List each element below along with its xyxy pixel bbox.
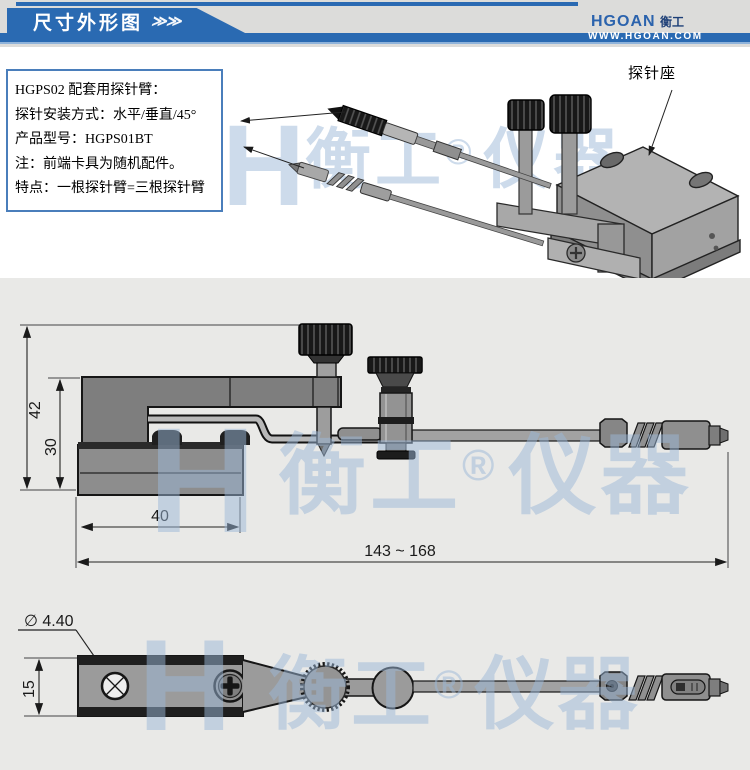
knurled-pivot-disc [300, 662, 350, 712]
watermark-middle: H 衡工®仪器 [148, 396, 692, 564]
bent-arm-plate [148, 414, 380, 444]
header-title-tab: 尺寸外形图 ≫≫ [7, 8, 247, 34]
probe-clamp-side [599, 418, 729, 450]
extension-lines-top [24, 657, 77, 717]
section-3d-view: H 衡工®仪器 [0, 47, 750, 278]
side-view: 42 30 40 143 ~ 168 [20, 323, 729, 568]
dim-hole-diameter: ∅ 4.40 [24, 613, 74, 630]
website-url: WWW.HGOAN.COM [588, 31, 703, 42]
dim-total-height: 42 [27, 401, 44, 419]
thumbscrew-knob-right-3d [549, 94, 592, 215]
screw-head [152, 430, 182, 445]
base-block [77, 442, 244, 496]
mounting-hole [100, 671, 130, 701]
svg-text:衡工®仪器: 衡工®仪器 [268, 650, 640, 739]
svg-text:H: H [148, 396, 256, 564]
taper-neck [242, 659, 316, 713]
thumbscrew-knob-left [298, 323, 353, 458]
callout-arrows [240, 89, 673, 169]
page-title: 尺寸外形图 [33, 12, 144, 34]
top-view: 15 ∅ 4.40 [18, 613, 729, 717]
thumbscrew-knob-left-3d [507, 99, 545, 215]
probe-arm-3d-drawing: H 衡工®仪器 [222, 89, 741, 278]
info-line: 探针安装方式：水平/垂直/45° [15, 107, 197, 123]
thumbscrew-knob-right [367, 356, 423, 460]
watermark-bottom: H 衡工®仪器 [138, 612, 640, 758]
brand-logo: HGOAN 衡工 [591, 13, 684, 31]
brand-logo-text: HGOAN [591, 13, 656, 30]
info-line: 特点：一根探针臂=三根探针臂 [15, 181, 205, 196]
info-line: HGPS02 配套用探针臂： [15, 83, 167, 98]
dim-bar-width: 15 [21, 680, 38, 698]
dim-base-width: 40 [151, 508, 169, 525]
info-line: 注：前端卡具为随机配件。 [15, 156, 183, 172]
header-blue-bar [0, 33, 750, 44]
dimension-drawings: 42 30 40 143 ~ 168 [18, 323, 729, 758]
brand-logo-cn: 衡工 [660, 15, 685, 29]
upper-block-joints [229, 377, 339, 407]
section-2d-drawings: 42 30 40 143 ~ 168 [0, 278, 750, 770]
probe-holder-label: 探针座 [628, 66, 677, 82]
dim-length-range: 143 ~ 168 [364, 543, 436, 560]
probe-arm-upper-3d [327, 104, 552, 189]
page-header: 尺寸外形图 ≫≫ HGOAN 衡工 WWW.HGOAN.COM [0, 0, 750, 47]
chevrons-icon: ≫≫ [151, 13, 181, 30]
header-accent-strip [16, 2, 578, 6]
svg-text:H: H [138, 612, 232, 758]
product-info-box: HGPS02 配套用探针臂： 探针安装方式：水平/垂直/45° 产品型号：HGP… [6, 69, 223, 212]
dim-inner-height: 30 [43, 438, 60, 456]
probe-arm-lower-3d [288, 161, 545, 247]
probe-clamp-top-view [599, 671, 729, 701]
extension-lines-side [20, 324, 729, 568]
screw-head [220, 430, 250, 445]
svg-text:衡工®仪器: 衡工®仪器 [278, 426, 692, 525]
info-line: 产品型号：HGPS01BT [15, 132, 153, 147]
dimension-lines-side [22, 325, 728, 567]
